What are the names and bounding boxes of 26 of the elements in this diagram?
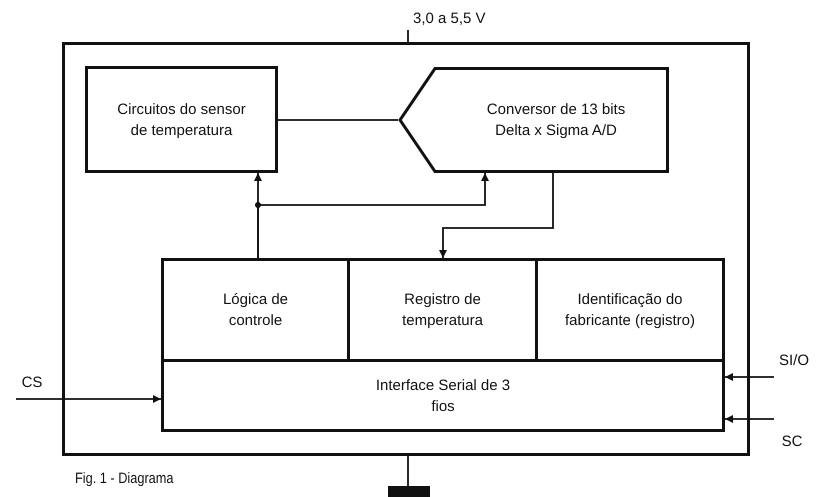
arrow (725, 373, 775, 381)
supply-label: 3,0 a 5,5 V (413, 8, 486, 28)
connector-line (407, 30, 409, 42)
chip-outline (62, 42, 750, 456)
arrow (439, 173, 554, 258)
pin-label: CS (22, 373, 42, 393)
arrow (257, 173, 489, 258)
block-label: Circuitos do sensor de temperatura (116, 100, 247, 140)
logic-box (161, 258, 350, 362)
interface-box (161, 359, 725, 432)
converter-block (398, 67, 669, 173)
connector-line (278, 119, 398, 121)
pin-label: SI/O (778, 351, 809, 371)
ground-bar (388, 486, 430, 497)
connector-line (407, 456, 409, 486)
sensor-circuit-box (85, 66, 278, 173)
arrow (15, 395, 161, 403)
block-label: Interface Serial de 3 fios (374, 376, 512, 416)
block-label: Identificação do fabricante (registro) (564, 290, 696, 331)
register-box (535, 258, 725, 362)
block-label: Registro de temperatura (401, 290, 484, 331)
arrow (725, 415, 775, 423)
block-label: Lógica de controle (222, 290, 290, 331)
figure-caption: Fig. 1 - Diagrama (75, 470, 174, 487)
block-label: Conversor de 13 bits Delta x Sigma A/D (486, 100, 626, 141)
pin-label: SC (782, 432, 802, 452)
